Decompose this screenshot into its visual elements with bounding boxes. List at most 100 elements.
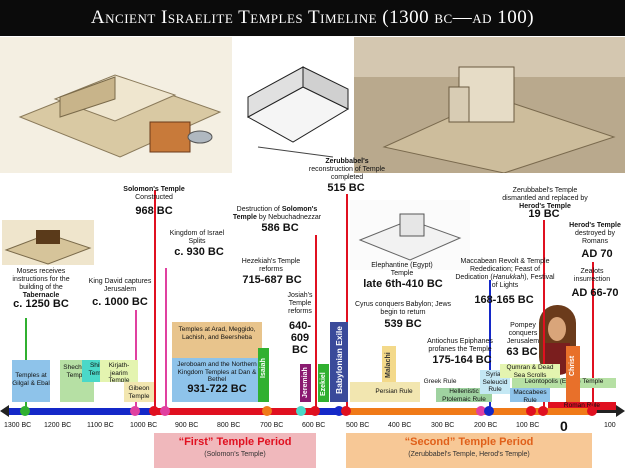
timeline-arrow-left	[0, 405, 9, 417]
ezekiel-label: Ezekiel	[320, 372, 327, 396]
page-title: Ancient Israelite Temples Timeline (1300…	[90, 7, 535, 28]
first-temple-title: “First” Temple Period	[178, 436, 292, 448]
cyrus-dot	[334, 406, 344, 416]
exile-label: Babylonian Exile	[334, 325, 344, 394]
tick-700bc: 700 BC	[260, 422, 284, 429]
tabernacle-dot	[20, 406, 30, 416]
exile-bar	[330, 322, 348, 402]
tabernacle-court-illustration	[0, 37, 232, 173]
josiah-desc: Josiah's Temple reforms	[287, 292, 313, 315]
roman-bar: Roman Rule	[548, 402, 616, 412]
second-temple-period	[346, 433, 592, 468]
zerubbabel-dot	[341, 406, 351, 416]
first-temple-sub: (Solomon's Temple)	[204, 451, 266, 458]
tick-1100bc: 1100 BC	[87, 422, 114, 429]
antiochus-date: 175-164 BC	[432, 354, 492, 366]
arad-bar: Temples at Arad, Meggido, Lachish, and B…	[172, 322, 262, 358]
tick-1300bc: 1300 BC	[4, 422, 32, 429]
tabernacle-desc: Moses receives instructions for the buil…	[12, 268, 70, 299]
herod-rebuild-desc: Zerubbabel's Temple dismantled and repla…	[502, 187, 588, 210]
pompey-desc: Pompey conquers Jerusalem	[506, 322, 540, 345]
antiochus-dot	[476, 406, 486, 416]
jeroboam-bar: Jeroboam and the Northern Kingdom Temple…	[172, 358, 262, 402]
split-leader	[165, 268, 167, 410]
josiah-dot	[296, 406, 306, 416]
solomon-desc: Constructed	[135, 194, 173, 201]
maccabean-leader	[489, 280, 491, 410]
leontopolis-bar: Leontopolis (Egypt) Temple	[512, 378, 616, 388]
tabernacle-illustration	[2, 220, 94, 265]
david-desc: King David captures Jerusalem	[88, 278, 152, 293]
elephantine-desc: Elephantine (Egypt) Temple	[371, 262, 433, 277]
destruction-desc: Destruction of Solomon's Temple by Nebuc…	[232, 206, 322, 221]
tick-400bc: 400 BC	[388, 422, 412, 429]
maccabean-dot	[484, 406, 494, 416]
tick-300bc: 300 BC	[431, 422, 455, 429]
destruction-leader	[315, 235, 317, 410]
isaiah-bar	[258, 348, 269, 402]
isaiah-label: Isaiah	[260, 358, 267, 378]
split-desc: Kingdom of Israel Splits	[169, 230, 225, 245]
zerubbabel-leader	[346, 194, 348, 410]
herod-dot	[538, 406, 548, 416]
zerubbabel-desc: Zerubbabel's reconstruction of Temple co…	[308, 158, 386, 181]
christ-label: Christ	[569, 355, 576, 376]
tick-1000bc: 1000 BC	[130, 422, 158, 429]
antiochus-desc: Antiochus Epiphanes profanes the Temple	[427, 338, 493, 353]
tick-1200bc: 1200 BC	[44, 422, 72, 429]
herod-destroyed-desc: Herod's Temple destroyed by Romans	[569, 222, 621, 245]
christ-bar	[566, 346, 580, 402]
herod-temple-model-photo	[354, 37, 625, 173]
timeline-segment-exile	[316, 408, 346, 415]
tick-0: 0	[560, 418, 568, 434]
second-temple-title: “Second” Temple Period	[404, 436, 534, 448]
herod-destroyed-date: AD 70	[581, 248, 613, 260]
solomon-dot	[149, 406, 159, 416]
pompey-dot	[526, 406, 536, 416]
maccabean-desc: Maccabean Revolt & Temple Rededication; …	[455, 258, 555, 289]
david-date: c. 1000 BC	[92, 296, 148, 308]
herod-rebuild-date: 19 BC	[528, 208, 560, 220]
ad70-dot	[587, 406, 597, 416]
tick-200bc: 200 BC	[474, 422, 498, 429]
hezekiah-dot	[262, 406, 272, 416]
malachi-label: Malachi	[385, 352, 392, 378]
gibeon-bar: Gibeon Temple	[124, 382, 154, 402]
split-date: c. 930 BC	[174, 246, 224, 258]
pompey-date: 63 BC	[506, 346, 538, 358]
destruction-dot	[310, 406, 320, 416]
timeline-segment-second-temple	[346, 408, 592, 415]
cyrus-desc: Cyrus conquers Babylon; Jews begin to re…	[354, 301, 452, 316]
gilgal-bar: Temples at Gilgal & Ebal	[12, 360, 50, 402]
second-temple-sketch	[350, 200, 470, 270]
split-dot	[160, 406, 170, 416]
herod-leader	[543, 220, 545, 410]
tick-800bc: 800 BC	[217, 422, 241, 429]
elephantine-date: late 6th-410 BC	[363, 278, 443, 290]
tick-600bc: 600 BC	[302, 422, 326, 429]
maccabean-date: 168-165 BC	[474, 294, 534, 306]
timeline-segment-first-temple	[154, 408, 316, 415]
tick-100ad: 100	[604, 422, 616, 429]
david-dot	[130, 406, 140, 416]
hezekiah-desc: Hezekiah's Temple reforms	[241, 258, 301, 273]
jeremiah-bar	[300, 364, 311, 402]
christ-portrait	[539, 305, 576, 375]
zealots-date: AD 66-70	[571, 287, 619, 299]
zealots-desc: Zealots insurrection	[573, 268, 611, 283]
solomon-leader	[154, 190, 156, 410]
ezekiel-bar	[318, 364, 329, 402]
tick-900bc: 900 BC	[175, 422, 199, 429]
solomon-temple-drawing	[233, 37, 353, 173]
malachi-bar	[382, 346, 396, 382]
persian-bar: Persian Rule	[350, 382, 438, 402]
qumran-bar: Qumran & Dead Sea Scrolls	[500, 364, 560, 378]
second-temple-sub: (Zerubbabel's Temple, Herod's Temple)	[408, 451, 530, 458]
solomon-date: 968 BC	[135, 205, 173, 217]
title-banner	[0, 0, 625, 36]
solomon-name: Solomon's Temple	[123, 186, 185, 193]
first-temple-period	[154, 433, 316, 468]
josiah-date: 640-609 BC	[288, 320, 312, 356]
tick-500bc: 500 BC	[346, 422, 370, 429]
timeline-arrow-right	[616, 405, 625, 417]
